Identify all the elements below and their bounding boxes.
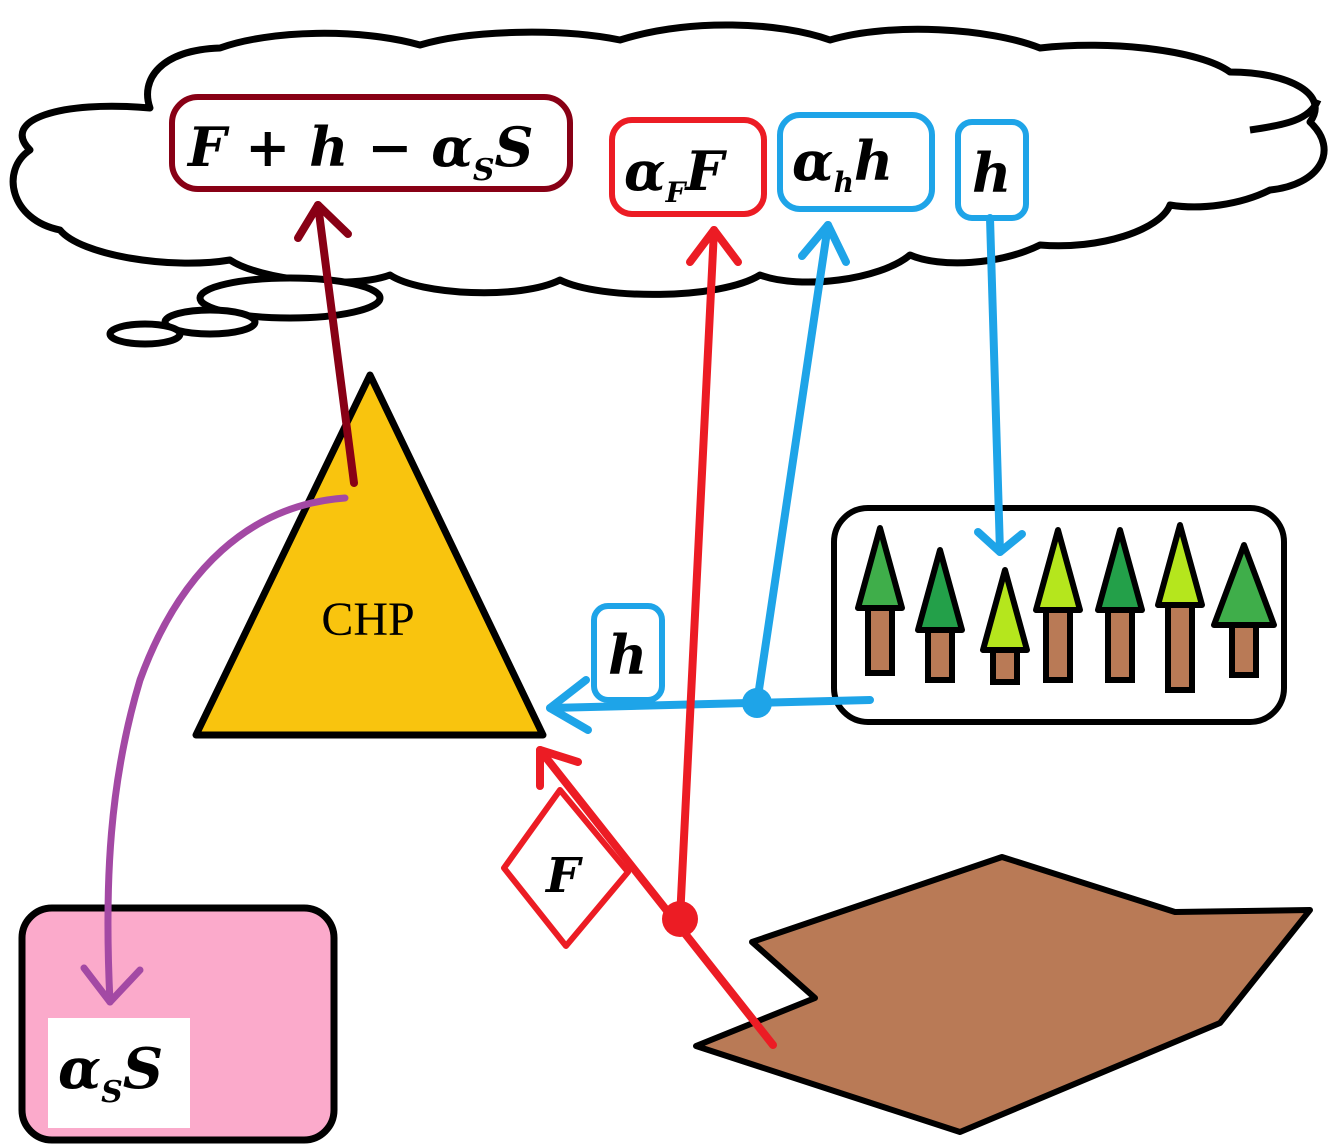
storage-box-icon: αSS xyxy=(18,904,338,1144)
arrow-chp-to-storage xyxy=(80,494,349,1006)
alpha-f-sub: F xyxy=(665,176,688,209)
arrow-land-to-chp xyxy=(536,746,777,1049)
arrow-chp-to-cloud xyxy=(294,201,358,487)
alpha-f-tail: F xyxy=(683,139,727,203)
svg-text:αhh: αhh xyxy=(792,129,893,199)
tree-crown xyxy=(1155,522,1205,608)
alpha-f-box: αFF xyxy=(609,117,767,217)
svg-text:F + h − αSS: F + h − αSS xyxy=(186,115,534,188)
cloud-bubble-medium xyxy=(161,306,259,338)
tree-crown xyxy=(1095,527,1145,613)
h-mid-text: h xyxy=(608,623,647,687)
arrow-junction-to-alpha-f xyxy=(676,226,742,923)
arrow-junction-to-alpha-h xyxy=(753,221,850,707)
tree-crown xyxy=(1211,542,1277,628)
storage-tail: S xyxy=(123,1036,163,1102)
alpha-f-symbol: α xyxy=(624,139,666,203)
tree-crown xyxy=(980,567,1030,653)
alpha-h-sub: h xyxy=(834,166,854,199)
f-label-box: F xyxy=(501,787,631,949)
svg-text:αSS: αSS xyxy=(58,1036,163,1110)
chp-triangle-icon: CHP xyxy=(192,371,547,739)
tree-crown xyxy=(1033,527,1083,613)
land-parcel-icon xyxy=(693,854,1313,1135)
forest-icon xyxy=(831,505,1287,725)
alpha-h-box: αhh xyxy=(777,112,935,212)
alpha-h-symbol: α xyxy=(792,129,834,193)
cloud-curl xyxy=(1249,98,1322,134)
arrow-forest-to-chp xyxy=(546,676,874,734)
storage-sub: S xyxy=(101,1075,123,1110)
arrow-h-to-forest xyxy=(974,214,1026,556)
cloud-total-box: F + h − αSS xyxy=(169,94,573,192)
chp-label: CHP xyxy=(321,593,414,646)
tree-trunk xyxy=(1043,597,1073,683)
alpha-h-tail: h xyxy=(854,129,893,193)
cloud-total-sub: S xyxy=(473,153,495,188)
cloud-total-tail: S xyxy=(495,115,534,179)
tree-crown xyxy=(915,547,965,633)
h-top-box: h xyxy=(955,119,1029,221)
svg-text:αFF: αFF xyxy=(624,139,727,209)
tree-trunk xyxy=(1165,592,1195,693)
h-mid-box: h xyxy=(591,603,665,703)
tree-crown xyxy=(855,525,905,611)
storage-symbol: α xyxy=(58,1036,101,1102)
f-label-text: F xyxy=(544,848,583,904)
cloud-bubble-small xyxy=(106,320,184,348)
h-top-text: h xyxy=(972,141,1011,205)
cloud-total-text: F + h − α xyxy=(186,115,473,179)
